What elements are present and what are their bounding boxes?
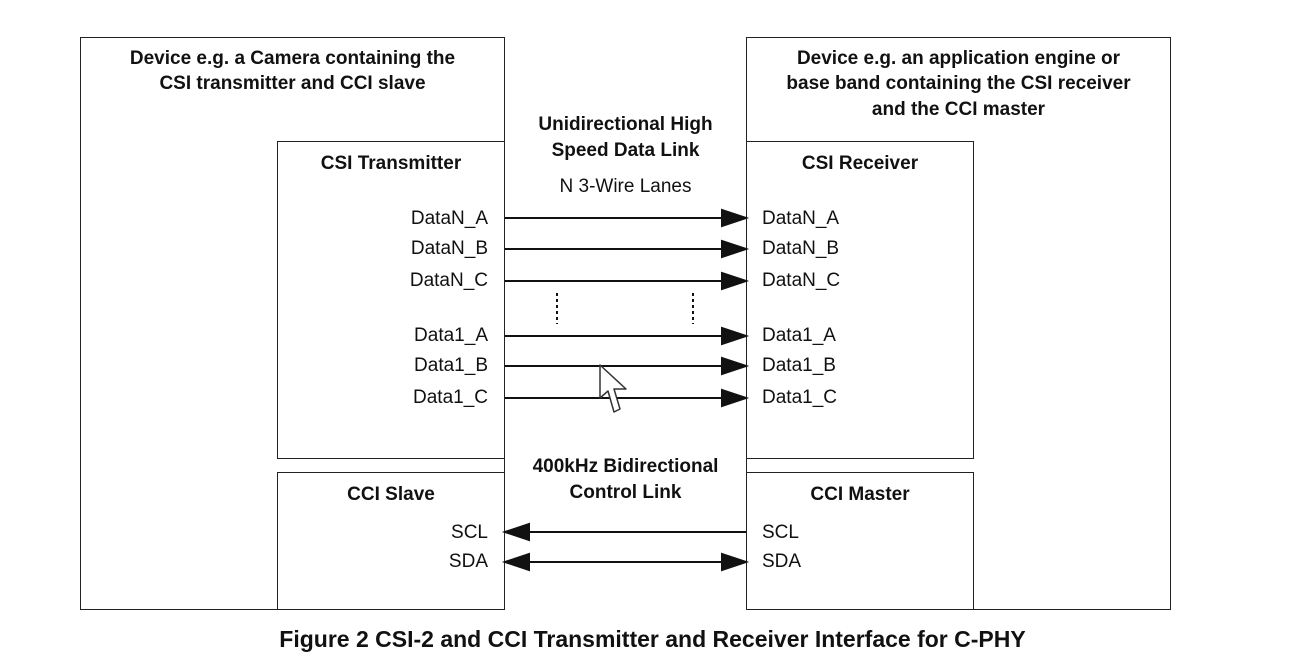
tx-signal-label: DataN_B <box>410 238 488 259</box>
arrowhead-icon <box>721 271 750 291</box>
cci-master-box <box>746 472 974 610</box>
tx-signal-label: DataN_A <box>410 208 488 229</box>
control-link-label-line1: 400kHz Bidirectional <box>532 456 719 477</box>
tx-signal-label: Data1_B <box>414 355 488 376</box>
arrowhead-icon <box>721 326 750 346</box>
rx-signal-label: DataN_B <box>762 238 840 259</box>
tx-signal-label: Data1_A <box>414 325 488 346</box>
right-device-title-line2: base band containing the CSI receiver <box>786 73 1131 94</box>
rx-signal-label: DataN_A <box>762 208 840 229</box>
csi-transmitter-box <box>277 141 505 459</box>
arrowhead-icon <box>721 552 750 572</box>
control-link-label-line2: Control Link <box>569 482 682 503</box>
csi-transmitter-title: CSI Transmitter <box>320 153 462 174</box>
cci-slave-box <box>277 472 505 610</box>
cci-master-title: CCI Master <box>810 484 910 505</box>
tx-signal-label: Data1_C <box>413 387 488 408</box>
cci-slave-scl-label: SCL <box>451 522 488 543</box>
mouse-cursor-icon <box>599 364 627 413</box>
csi-receiver-title: CSI Receiver <box>801 153 919 174</box>
cci-master-scl-label: SCL <box>762 522 799 543</box>
left-device-title-line1: Device e.g. a Camera containing the <box>129 48 456 69</box>
cci-slave-title: CCI Slave <box>347 484 435 505</box>
csi-receiver-box <box>746 141 974 459</box>
data-link-label-line2: Speed Data Link <box>551 140 700 161</box>
arrowhead-icon <box>721 239 750 259</box>
arrowhead-icon <box>721 208 750 228</box>
rx-signal-label: DataN_C <box>762 270 841 291</box>
right-device-title-line3: and the CCI master <box>871 99 1046 120</box>
arrowhead-icon <box>501 552 530 572</box>
rx-signal-label: Data1_A <box>762 325 836 346</box>
right-device-title-line1: Device e.g. an application engine or <box>796 48 1121 69</box>
arrowhead-icon <box>501 522 530 542</box>
cci-master-sda-label: SDA <box>762 551 802 572</box>
arrowhead-icon <box>721 388 750 408</box>
rx-signal-label: Data1_B <box>762 355 836 376</box>
data-link-label-line1: Unidirectional High <box>538 114 713 135</box>
data-link-lanes-label: N 3-Wire Lanes <box>559 176 692 197</box>
arrowhead-icon <box>721 356 750 376</box>
left-device-title-line2: CSI transmitter and CCI slave <box>159 73 426 94</box>
figure-caption: Figure 2 CSI-2 and CCI Transmitter and R… <box>279 626 1026 652</box>
tx-signal-label: DataN_C <box>409 270 488 291</box>
cci-slave-sda-label: SDA <box>448 551 488 572</box>
rx-signal-label: Data1_C <box>762 387 837 408</box>
